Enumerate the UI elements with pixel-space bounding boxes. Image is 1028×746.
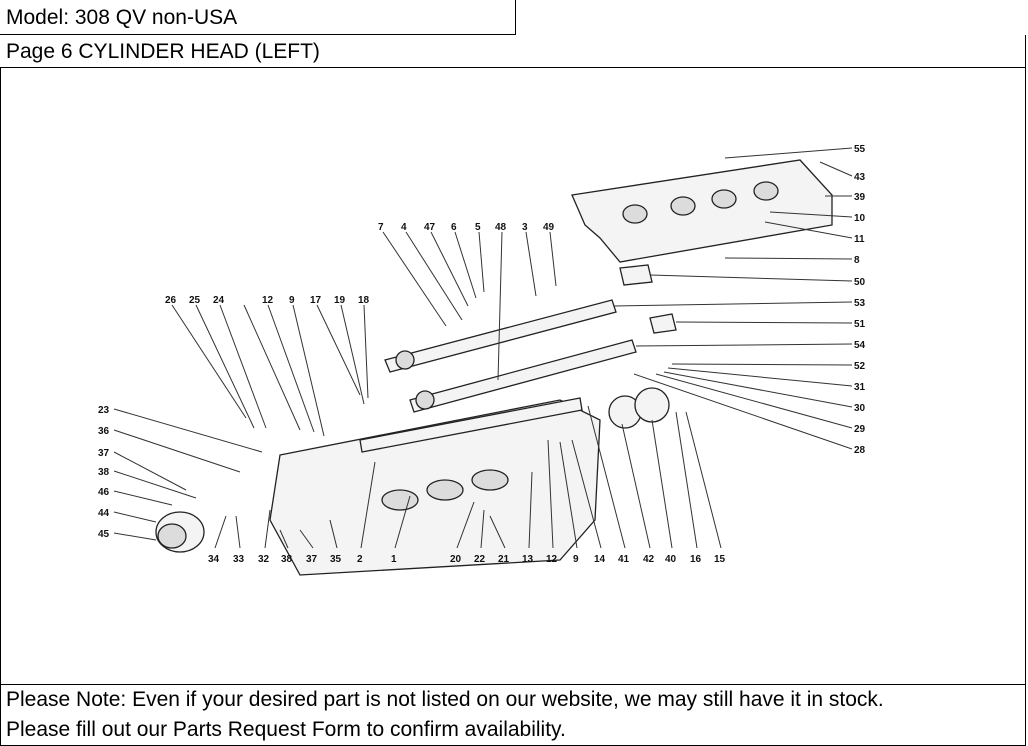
callout-8: 8 [854, 255, 860, 266]
callout-54: 54 [854, 340, 866, 351]
callout-9-bottom: 9 [573, 554, 579, 565]
callout-4: 4 [401, 222, 407, 233]
cover-port-4 [753, 181, 779, 201]
leader-lines [113, 147, 853, 549]
callout-30: 30 [854, 403, 866, 414]
cam-sprocket-a [395, 350, 415, 370]
callout-48: 48 [495, 222, 507, 233]
callout-5: 5 [475, 222, 481, 233]
note-line-2: Please fill out our Parts Request Form t… [6, 718, 566, 741]
callout-43: 43 [854, 172, 866, 183]
callout-25: 25 [189, 295, 201, 306]
callout-37-bottom: 37 [306, 554, 318, 565]
diagram-frame [0, 68, 1026, 746]
callout-49: 49 [543, 222, 555, 233]
callout-12-top: 12 [262, 295, 274, 306]
page-title: Page 6 CYLINDER HEAD (LEFT) [0, 35, 1026, 68]
callout-14: 14 [594, 554, 606, 565]
callout-31: 31 [854, 382, 866, 393]
port-1 [381, 489, 419, 511]
callout-47: 47 [424, 222, 436, 233]
callout-32: 32 [258, 554, 270, 565]
callout-41: 41 [618, 554, 630, 565]
callout-28: 28 [854, 445, 866, 456]
callout-22: 22 [474, 554, 486, 565]
camshaft-upper [384, 299, 617, 373]
callout-50: 50 [854, 277, 866, 288]
callout-21: 21 [498, 554, 510, 565]
callout-45: 45 [98, 529, 110, 540]
callout-38-bottom: 38 [281, 554, 293, 565]
callout-20: 20 [450, 554, 462, 565]
cam-cap-51 [649, 313, 677, 334]
note-line-1: Please Note: Even if your desired part i… [6, 688, 884, 711]
cam-sprocket-b [415, 390, 435, 410]
callout-53: 53 [854, 298, 866, 309]
callout-29: 29 [854, 424, 866, 435]
seal-ring [157, 523, 187, 549]
callout-38-left: 38 [98, 467, 110, 478]
callout-11: 11 [854, 234, 865, 245]
callout-39: 39 [854, 192, 866, 203]
callout-6: 6 [451, 222, 457, 233]
cover-port-3 [711, 189, 737, 209]
callout-52: 52 [854, 361, 866, 372]
callout-12-bottom: 12 [546, 554, 558, 565]
cover-port-2 [670, 196, 696, 216]
callout-3: 3 [522, 222, 528, 233]
callout-44: 44 [98, 508, 110, 519]
callout-16: 16 [690, 554, 702, 565]
port-2 [426, 479, 464, 501]
callout-51: 51 [854, 319, 866, 330]
callout-17: 17 [310, 295, 322, 306]
callout-42: 42 [643, 554, 655, 565]
callout-10: 10 [854, 213, 866, 224]
port-3 [471, 469, 509, 491]
callout-1: 1 [391, 554, 397, 565]
model-title: Model: 308 QV non-USA [0, 0, 516, 35]
gasket-strip [359, 397, 583, 453]
cam-cap-50 [619, 264, 653, 286]
callout-7: 7 [378, 222, 384, 233]
callout-2: 2 [357, 554, 363, 565]
callout-13: 13 [522, 554, 534, 565]
callout-18: 18 [358, 295, 370, 306]
callout-labels: 55 43 39 10 11 8 50 53 51 54 52 31 30 29… [98, 144, 866, 565]
callout-19: 19 [334, 295, 346, 306]
callout-26: 26 [165, 295, 177, 306]
callout-24: 24 [213, 295, 225, 306]
exploded-parts-diagram: 55 43 39 10 11 8 50 53 51 54 52 31 30 29… [98, 144, 866, 576]
callout-37-left: 37 [98, 448, 110, 459]
callout-23: 23 [98, 405, 110, 416]
cover-port-1 [622, 204, 648, 224]
callout-35: 35 [330, 554, 342, 565]
plate-40 [634, 387, 670, 423]
callout-55: 55 [854, 144, 866, 155]
callout-33: 33 [233, 554, 245, 565]
camshaft-lower [409, 339, 637, 413]
callout-46: 46 [98, 487, 110, 498]
callout-36: 36 [98, 426, 110, 437]
callout-40: 40 [665, 554, 677, 565]
stock-note: Please Note: Even if your desired part i… [0, 684, 1026, 746]
callout-9-top: 9 [289, 295, 295, 306]
callout-15: 15 [714, 554, 726, 565]
valve-cover [571, 159, 833, 263]
callout-34: 34 [208, 554, 220, 565]
